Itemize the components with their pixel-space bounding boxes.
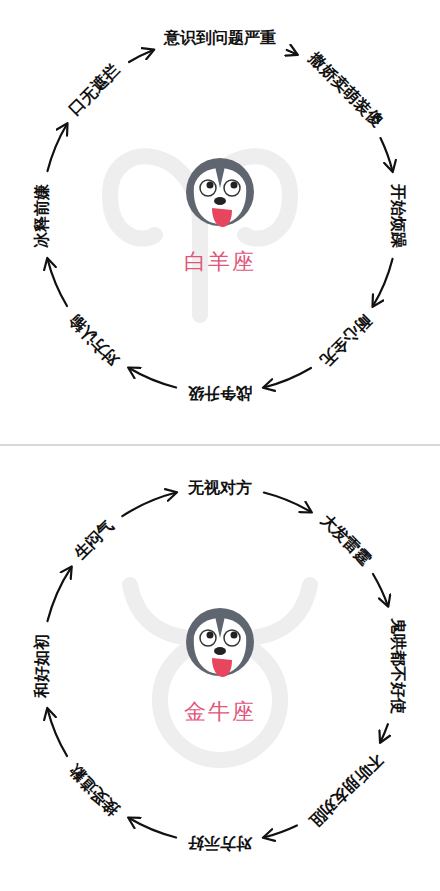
- husky-emoji: [186, 158, 254, 227]
- cycle-arrow: [48, 124, 68, 171]
- cycle-step: 战争升级: [185, 383, 255, 404]
- cycle-step: 对方认输: [62, 309, 126, 373]
- cycle-arrow: [48, 567, 72, 621]
- step-text: 耐心全无: [317, 312, 376, 371]
- aries-watermark: [110, 156, 290, 315]
- cycle-step: 无视对方: [185, 477, 255, 498]
- cycle-arrow: [129, 818, 176, 838]
- cycle-step: 不听朋友劝阻: [302, 747, 389, 834]
- cycle-step: 对方示好: [185, 833, 255, 854]
- cycle-arrow: [381, 138, 393, 171]
- cycle-step: 耐心全无: [314, 309, 378, 373]
- husky-emoji: [186, 608, 254, 677]
- cycle-step: 意识到问题严重: [161, 27, 279, 48]
- cycle-arrow: [373, 259, 393, 306]
- cycle-step: 鬼哄都不好使: [387, 614, 408, 716]
- step-text: 和好如初: [32, 633, 51, 697]
- panel-divider: [0, 444, 440, 446]
- taurus-watermark: [130, 585, 310, 760]
- step-text: 口无遮拦: [65, 60, 124, 119]
- step-text: 对方认输: [65, 312, 124, 371]
- step-text: 战争升级: [188, 384, 252, 403]
- step-text: 无视对方: [188, 478, 252, 497]
- step-text: 生闷气: [70, 515, 117, 562]
- sign-label: 金牛座: [184, 697, 256, 727]
- cycle-arrow: [129, 368, 176, 388]
- step-text: 开始烦躁: [389, 183, 408, 247]
- step-text: 冰释前嫌: [32, 183, 51, 247]
- cycle-arrow: [122, 493, 176, 517]
- cycle-step: 大发雷霆: [314, 507, 378, 571]
- cycle-arrow: [48, 259, 68, 306]
- cycle-step: 接受道歉: [62, 759, 126, 823]
- step-text: 撒娇卖萌装傻: [305, 48, 386, 129]
- step-text: 不听朋友劝阻: [305, 750, 386, 831]
- cycle-step: 开始烦躁: [387, 180, 408, 250]
- cycle-arrow: [129, 50, 153, 62]
- cycle-arrow: [264, 826, 297, 838]
- step-text: 大发雷霆: [317, 510, 376, 569]
- step-text: 意识到问题严重: [164, 28, 276, 47]
- cycle-arrow: [287, 50, 297, 55]
- step-text: 接受道歉: [65, 762, 124, 821]
- step-text: 对方示好: [188, 834, 252, 853]
- step-text: 鬼哄都不好使: [389, 617, 408, 713]
- cycle-step: 冰释前嫌: [31, 180, 52, 250]
- cycle-step: 撒娇卖萌装傻: [302, 46, 389, 133]
- cycle-step: 生闷气: [68, 513, 121, 566]
- cycle-step: 和好如初: [31, 630, 52, 700]
- cycle-arrow: [381, 724, 388, 742]
- cycle-arrow: [264, 493, 311, 513]
- cycle-step: 口无遮拦: [62, 57, 126, 121]
- sign-label: 白羊座: [184, 247, 256, 277]
- cycle-arrow: [373, 574, 388, 606]
- cycle-arrow: [48, 709, 68, 756]
- cycle-arrow: [264, 368, 311, 388]
